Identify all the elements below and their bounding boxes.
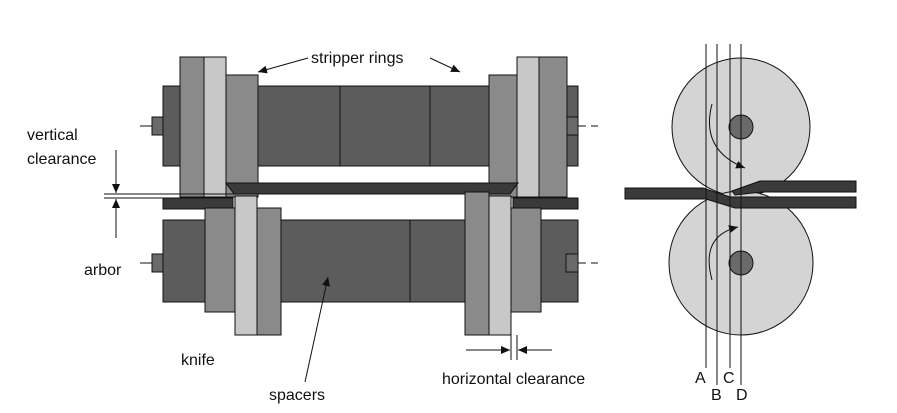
lower-right-spacer-ring <box>464 191 490 336</box>
upper-arbor <box>151 56 579 198</box>
upper-rotation-arrow <box>708 103 746 169</box>
label-section-b: B <box>711 387 722 404</box>
upper-left-spacer-ring <box>225 74 259 198</box>
horizontal-clearance-indicator <box>466 335 552 360</box>
label-horizontal-clearance: horizontal clearance <box>442 371 585 388</box>
upper-left-collar <box>179 56 205 198</box>
lower-arbor-stub-right <box>565 253 579 273</box>
label-knife: knife <box>181 352 215 369</box>
upper-right-spacer-ring <box>488 74 518 198</box>
label-spacers: spacers <box>269 387 325 404</box>
label-arbor: arbor <box>84 262 122 279</box>
center-strip <box>225 182 519 195</box>
lower-right-collar <box>510 207 542 313</box>
label-section-d: D <box>736 387 748 404</box>
stripper-arrow-left <box>257 57 309 74</box>
upper-right-knife <box>516 56 540 198</box>
upper-left-knife <box>203 56 227 198</box>
upper-arbor-stub-left <box>151 116 165 136</box>
label-stripper-rings: stripper rings <box>311 50 403 67</box>
lower-rotation-arrow <box>708 225 739 281</box>
spacers-arrow <box>304 276 330 383</box>
label-section-a: A <box>695 370 706 387</box>
upper-arbor-stub-right <box>565 116 579 136</box>
label-vertical: vertical <box>27 127 78 144</box>
lower-left-collar <box>204 207 236 313</box>
lower-right-knife <box>488 195 512 336</box>
label-clearance: clearance <box>27 151 96 168</box>
upper-right-collar <box>538 56 568 198</box>
lower-left-knife <box>234 195 258 336</box>
lower-arbor-stub-left <box>151 253 165 273</box>
lower-left-spacer-ring <box>256 207 282 336</box>
side-view: A B C D <box>624 44 857 404</box>
label-section-c: C <box>723 370 735 387</box>
right-strip <box>512 197 579 210</box>
lower-arbor <box>151 191 579 336</box>
vertical-clearance-indicator <box>104 150 234 238</box>
stripper-arrow-right <box>429 57 461 73</box>
left-strip <box>162 197 234 210</box>
side-strip-upper <box>731 180 857 196</box>
front-view: stripper rings vertical clearance arbor … <box>27 50 598 404</box>
